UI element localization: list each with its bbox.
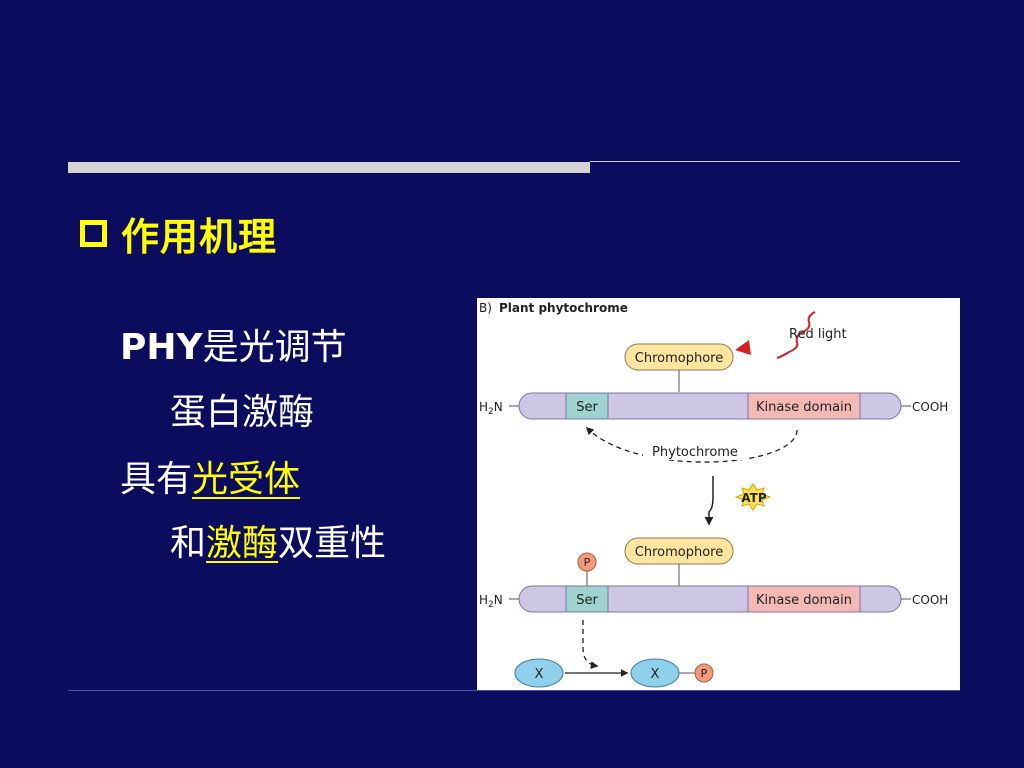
kinase-highlight: 激酶 xyxy=(206,523,279,564)
body-line-1: PHY是光调节 xyxy=(120,328,347,368)
autophosphorylation-arrow xyxy=(585,426,798,463)
figure-title: Plant phytochrome xyxy=(499,301,628,315)
atp-label: ATP xyxy=(741,491,767,505)
kinase-box-top xyxy=(747,392,861,420)
line1-rest: 是光调节 xyxy=(202,327,347,368)
photoreceptor-highlight: 光受体 xyxy=(192,459,301,500)
phytochrome-diagram: B) Plant phytochrome Red light Chromopho… xyxy=(477,298,960,690)
line4-prefix: 和 xyxy=(170,523,207,564)
kinase-box-bottom xyxy=(747,585,861,613)
substrate-x-after-label: X xyxy=(651,667,660,682)
body-line-2: 蛋白激酶 xyxy=(170,393,314,433)
chromophore-top-label: Chromophore xyxy=(635,351,723,366)
ser-box-top xyxy=(565,392,609,420)
phosphate-substrate-icon xyxy=(694,663,714,683)
phytochrome-diagram-svg: B) Plant phytochrome Red light Chromopho… xyxy=(479,301,948,688)
atp-star-icon xyxy=(734,483,772,511)
c-terminus-bottom: COOH xyxy=(912,593,948,607)
kinase-bottom-label: Kinase domain xyxy=(756,593,852,608)
panel-label: B) xyxy=(479,301,492,315)
title-rule-thick xyxy=(68,162,590,173)
kinase-top-label: Kinase domain xyxy=(756,400,852,415)
phosphate-substrate-label: P xyxy=(701,667,708,680)
phosphate-ser-label: P xyxy=(584,556,591,569)
ser-box-bottom xyxy=(565,585,609,613)
bottom-rule xyxy=(68,690,960,691)
reaction-arrow xyxy=(704,476,714,526)
substrate-x-before xyxy=(514,658,564,688)
phy-label: PHY xyxy=(120,327,203,368)
slide-heading: 作用机理 xyxy=(80,206,277,261)
body-line-4: 和激酶双重性 xyxy=(170,524,386,564)
title-rule-thin xyxy=(590,161,960,162)
red-light-wave-icon xyxy=(776,311,816,359)
substrate-x-before-label: X xyxy=(535,667,544,682)
line2-text: 蛋白激酶 xyxy=(170,392,315,433)
red-light-label: Red light xyxy=(789,327,847,342)
square-bullet-icon xyxy=(80,220,107,247)
heading-text: 作用机理 xyxy=(121,215,278,259)
phytochrome-label: Phytochrome xyxy=(652,445,738,460)
line4-suffix: 双重性 xyxy=(278,523,387,564)
c-terminus-top: COOH xyxy=(912,400,948,414)
substrate-dashed-arrow xyxy=(582,620,599,669)
ser-bottom-label: Ser xyxy=(576,593,598,608)
ser-top-label: Ser xyxy=(576,400,598,415)
red-light-arrowhead-icon xyxy=(735,340,751,355)
line3-prefix: 具有 xyxy=(120,459,193,500)
n-terminus-top: H2N xyxy=(479,400,503,417)
chromophore-bottom-label: Chromophore xyxy=(635,545,723,560)
body-line-3: 具有光受体 xyxy=(120,460,300,500)
n-terminus-bottom: H2N xyxy=(479,593,503,610)
